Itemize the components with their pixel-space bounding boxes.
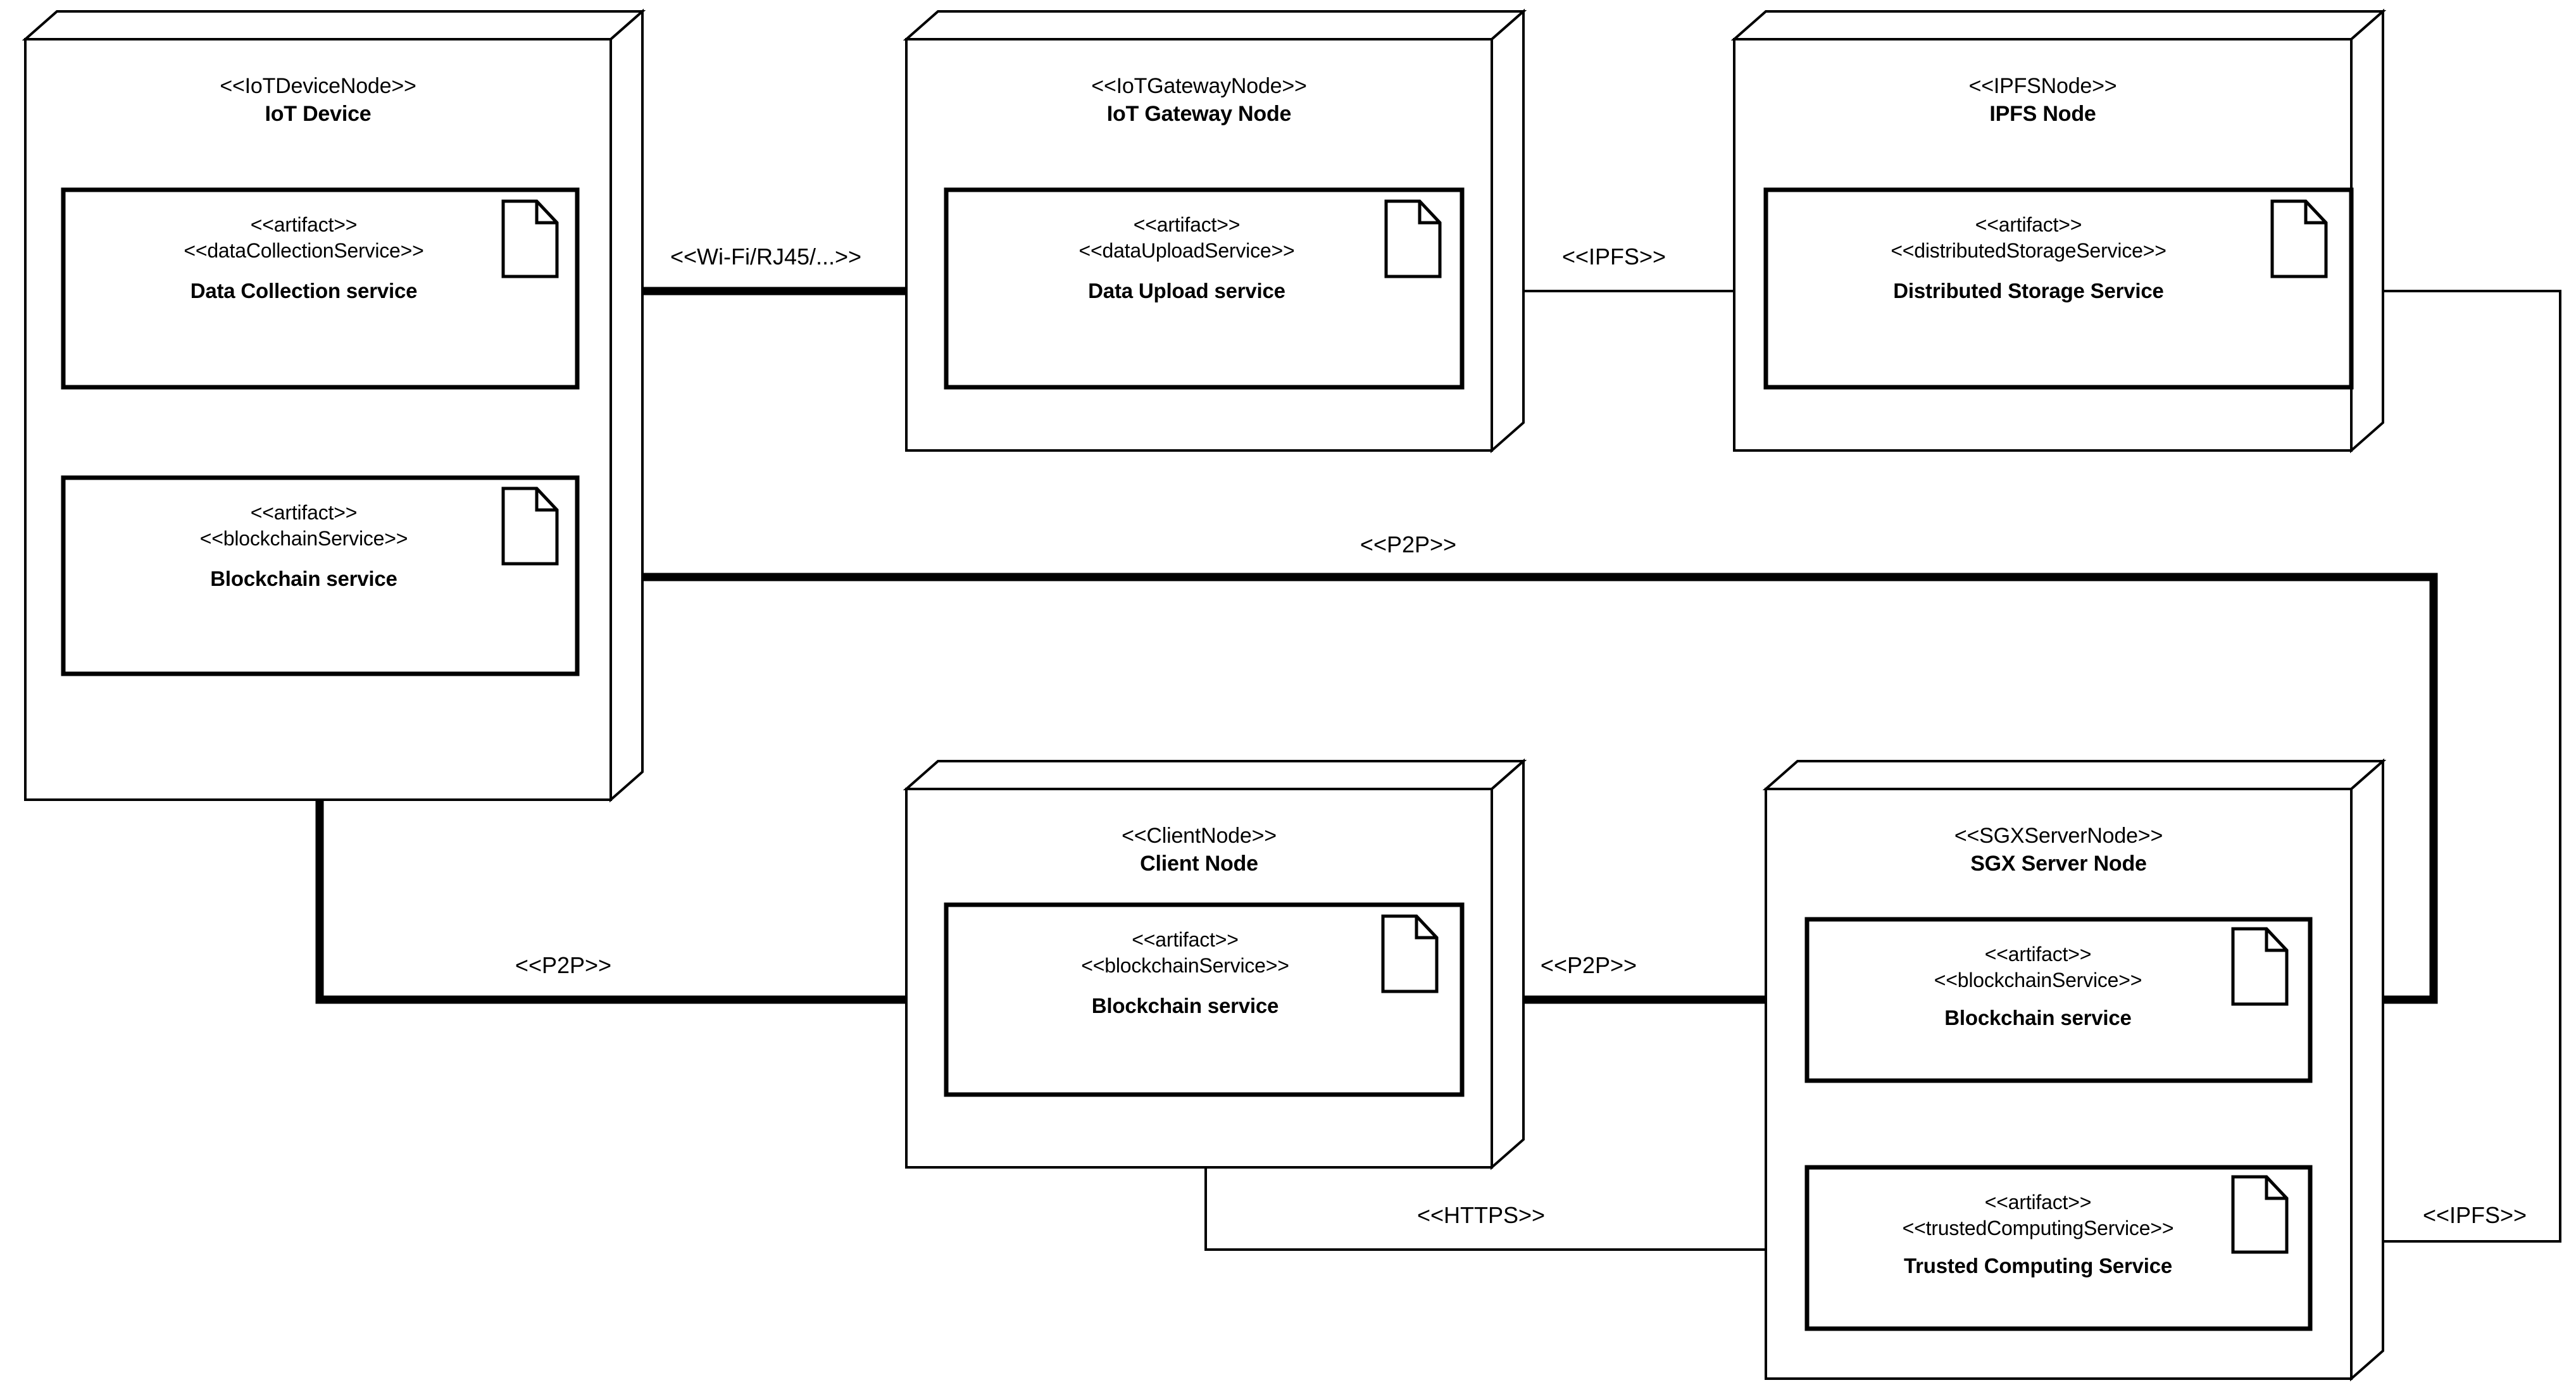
- artifact-name: Blockchain service: [1091, 993, 1279, 1017]
- document-icon-sgx-blockchain: [2231, 927, 2289, 1006]
- artifact-name: Distributed Storage Service: [1893, 278, 2164, 302]
- artifact-name: Trusted Computing Service: [1903, 1253, 2173, 1277]
- artifact-name: Blockchain service: [210, 566, 397, 590]
- node-name: Client Node: [1140, 851, 1258, 876]
- node-stereotype: <<SGXServerNode>>: [1954, 824, 2163, 848]
- document-icon-distributed-storage: [2270, 199, 2328, 278]
- artifact-distributed-storage-service: <<artifact>> <<distributedStorageService…: [1766, 212, 2291, 304]
- conn-label-ipfs-bottom: <<IPFS>>: [2422, 1202, 2527, 1228]
- node-name: IoT Device: [265, 101, 372, 126]
- conn-label-ipfs-top: <<IPFS>>: [1561, 244, 1666, 270]
- artifact-name: Data Upload service: [1088, 278, 1285, 302]
- artifact-kind-stereotype: <<dataCollectionService>>: [184, 239, 424, 262]
- artifact-stereotype: <<artifact>>: [1984, 1191, 2092, 1214]
- artifact-iot-blockchain-service: <<artifact>> <<blockchainService>> Block…: [63, 500, 544, 592]
- node-name: IoT Gateway Node: [1106, 101, 1292, 126]
- document-icon-client-blockchain: [1381, 914, 1439, 993]
- node-stereotype: <<IoTGatewayNode>>: [1091, 74, 1307, 98]
- node-title-iot-gateway: <<IoTGatewayNode>> IoT Gateway Node: [906, 73, 1492, 128]
- artifact-box-data-upload: [944, 187, 1465, 390]
- conn-label-p2p-top: <<P2P>>: [1360, 531, 1457, 557]
- artifact-name: Blockchain service: [1944, 1005, 2132, 1029]
- document-icon-data-upload: [1384, 199, 1442, 278]
- conn-https-line: [1204, 1167, 1816, 1251]
- artifact-box-client-blockchain: [944, 902, 1465, 1097]
- artifact-kind-stereotype: <<distributedStorageService>>: [1891, 239, 2166, 262]
- artifact-box-distributed-storage: [1763, 187, 2354, 390]
- node-stereotype: <<IoTDeviceNode>>: [220, 74, 416, 98]
- artifact-kind-stereotype: <<blockchainService>>: [199, 526, 408, 550]
- artifact-stereotype: <<artifact>>: [250, 501, 358, 524]
- artifact-box-sgx-blockchain: [1804, 917, 2313, 1083]
- conn-label-p2p-mid: <<P2P>>: [1540, 952, 1637, 978]
- artifact-client-blockchain-service: <<artifact>> <<blockchainService>> Block…: [946, 927, 1424, 1019]
- artifact-data-collection-service: <<artifact>> <<dataCollectionService>> D…: [63, 212, 544, 304]
- artifact-stereotype: <<artifact>>: [250, 213, 358, 236]
- conn-ipfs-bottom-line: [2351, 290, 2561, 1243]
- artifact-box-trusted-computing: [1804, 1165, 2313, 1331]
- artifact-box-data-collection: [61, 187, 580, 390]
- document-icon-data-collection: [501, 199, 559, 278]
- artifact-data-upload-service: <<artifact>> <<dataUploadService>> Data …: [946, 212, 1427, 304]
- artifact-stereotype: <<artifact>>: [1132, 928, 1239, 951]
- document-icon-trusted-computing: [2231, 1175, 2289, 1254]
- conn-label-https: <<HTTPS>>: [1416, 1202, 1546, 1228]
- artifact-kind-stereotype: <<trustedComputingService>>: [1902, 1216, 2174, 1239]
- node-stereotype: <<IPFSNode>>: [1968, 74, 2117, 98]
- conn-label-p2p-left: <<P2P>>: [515, 952, 612, 978]
- artifact-name: Data Collection service: [190, 278, 418, 302]
- node-name: IPFS Node: [1989, 101, 2096, 126]
- node-title-sgx: <<SGXServerNode>> SGX Server Node: [1766, 823, 2351, 878]
- node-stereotype: <<ClientNode>>: [1122, 824, 1277, 848]
- node-title-client: <<ClientNode>> Client Node: [906, 823, 1492, 878]
- conn-label-wifi: <<Wi-Fi/RJ45/...>>: [670, 244, 862, 270]
- node-box-iot-device: [22, 8, 646, 803]
- artifact-trusted-computing-service: <<artifact>> <<trustedComputingService>>…: [1807, 1189, 2269, 1279]
- node-name: SGX Server Node: [1970, 851, 2147, 876]
- document-icon-iot-blockchain: [501, 487, 559, 566]
- artifact-kind-stereotype: <<dataUploadService>>: [1079, 239, 1295, 262]
- artifact-stereotype: <<artifact>>: [1975, 213, 2082, 236]
- artifact-sgx-blockchain-service: <<artifact>> <<blockchainService>> Block…: [1807, 941, 2269, 1031]
- artifact-stereotype: <<artifact>>: [1133, 213, 1241, 236]
- node-title-iot-device: <<IoTDeviceNode>> IoT Device: [25, 73, 611, 128]
- artifact-kind-stereotype: <<blockchainService>>: [1081, 953, 1289, 977]
- artifact-stereotype: <<artifact>>: [1984, 943, 2092, 965]
- artifact-kind-stereotype: <<blockchainService>>: [1934, 968, 2142, 991]
- node-title-ipfs: <<IPFSNode>> IPFS Node: [1734, 73, 2351, 128]
- artifact-box-iot-blockchain: [61, 475, 580, 676]
